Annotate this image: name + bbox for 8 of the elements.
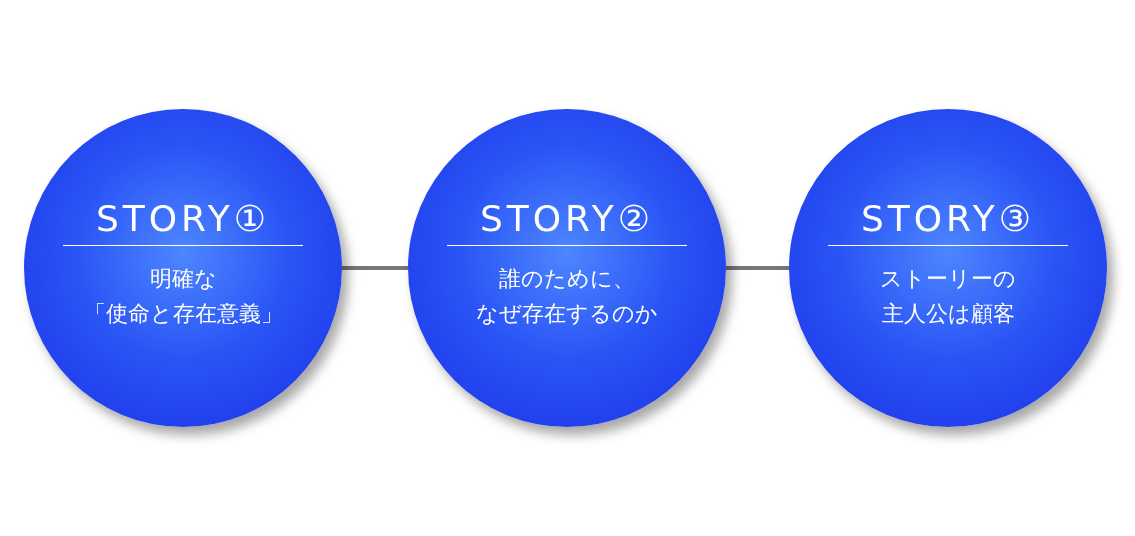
connector-line xyxy=(726,266,789,270)
story-description: ストーリーの主人公は顧客 xyxy=(879,265,1017,328)
connector-line xyxy=(342,266,408,270)
story-heading: STORY③ xyxy=(828,197,1068,246)
story-heading: STORY② xyxy=(447,197,687,246)
story-description: 誰のために、なぜ存在するのか xyxy=(475,265,659,328)
story-description: 明確な「使命と存在意義」 xyxy=(82,265,284,328)
story-heading: STORY① xyxy=(63,197,303,246)
